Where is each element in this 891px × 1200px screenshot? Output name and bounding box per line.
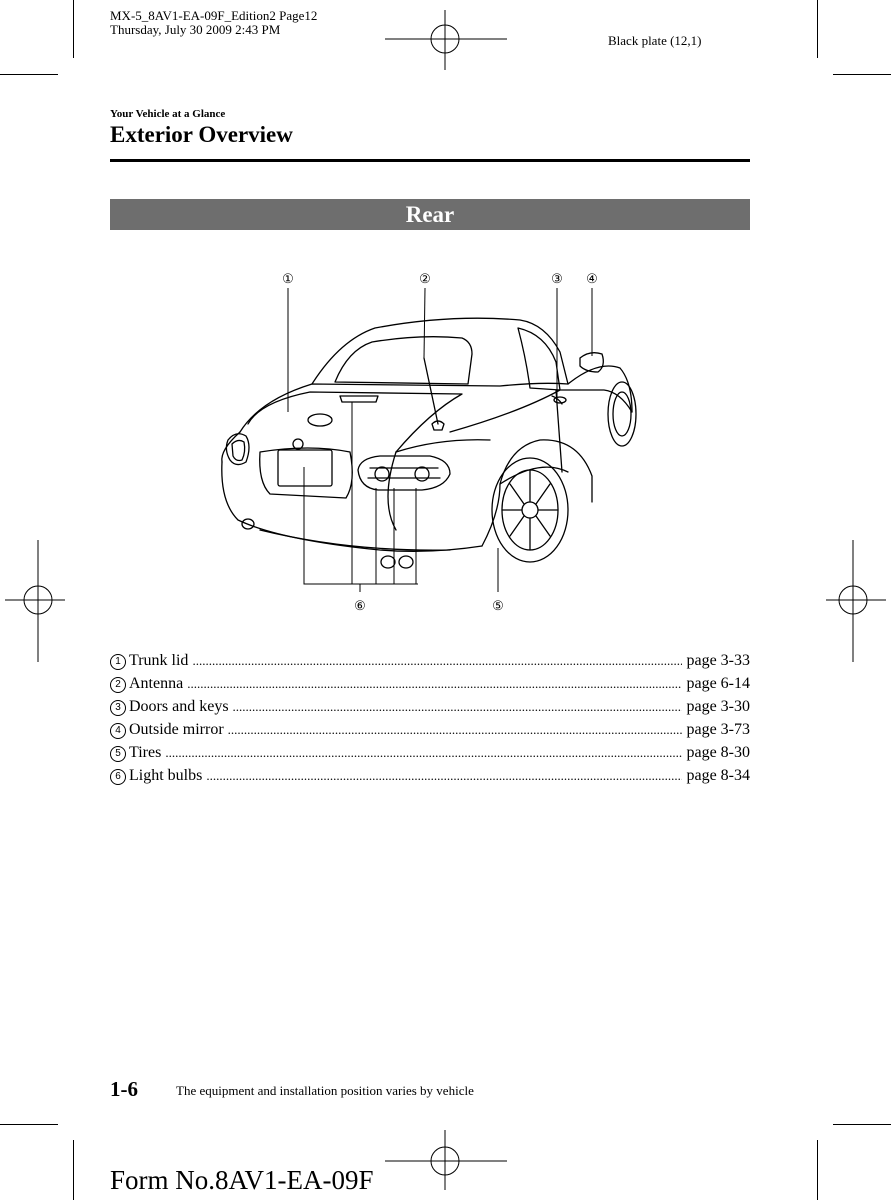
page-title: Exterior Overview [110,122,293,147]
legend-item: 2 Antenna page 6-14 [110,675,750,698]
leader-dots [187,675,682,693]
leader-dots [206,767,682,785]
title-rule [110,159,750,162]
callout-1: ① [282,271,294,286]
legend-item: 5 Tires page 8-30 [110,744,750,767]
legend-page-ref: page 6-14 [686,675,750,692]
legend-label: Doors and keys [129,698,229,715]
leader-dots [233,698,683,716]
legend-number: 4 [110,723,126,739]
form-number: Form No.8AV1-EA-09F [110,1165,374,1195]
legend-label: Tires [129,744,162,761]
car-rear-illustration: ① ② ③ ④ ⑤ ⑥ [221,271,637,613]
registration-mark-right [826,540,886,662]
legend-page-ref: page 8-30 [686,744,750,761]
crop-mark [0,74,58,75]
crop-mark [817,0,818,58]
callout-3: ③ [551,271,563,286]
leader-dots [165,744,682,762]
leader-dots [228,721,683,739]
legend-page-ref: page 3-73 [686,721,750,738]
callout-2: ② [419,271,431,286]
legend-number: 6 [110,769,126,785]
crop-mark [817,1140,818,1200]
registration-mark-left [5,540,65,662]
legend-number: 2 [110,677,126,693]
print-info-line: MX-5_8AV1-EA-09F_Edition2 Page12 [110,8,318,23]
page-number: 1-6 [110,1077,138,1101]
callout-4: ④ [586,271,598,286]
registration-mark-top [385,10,507,70]
legend-item: 3 Doors and keys page 3-30 [110,698,750,721]
legend-label: Light bulbs [129,767,203,784]
legend-item: 4 Outside mirror page 3-73 [110,721,750,744]
legend-page-ref: page 3-33 [686,652,750,669]
legend-list: 1 Trunk lid page 3-33 2 Antenna page 6-1… [110,652,750,790]
legend-item: 6 Light bulbs page 8-34 [110,767,750,790]
legend-number: 1 [110,654,126,670]
registration-mark-bottom [385,1130,507,1190]
legend-number: 5 [110,746,126,762]
callout-6: ⑥ [354,598,366,613]
section-banner: Rear [110,199,750,230]
legend-page-ref: page 8-34 [686,767,750,784]
crop-mark [0,1124,58,1125]
crop-mark [73,0,74,58]
print-info: MX-5_8AV1-EA-09F_Edition2 Page12 Thursda… [110,9,317,37]
leader-dots [192,652,682,670]
legend-label: Trunk lid [129,652,189,669]
legend-number: 3 [110,700,126,716]
legend-item: 1 Trunk lid page 3-33 [110,652,750,675]
callout-5: ⑤ [492,598,504,613]
section-label: Your Vehicle at a Glance [110,108,226,120]
plate-label: Black plate (12,1) [608,33,702,48]
legend-label: Outside mirror [129,721,224,738]
crop-mark [833,1124,891,1125]
print-info-line: Thursday, July 30 2009 2:43 PM [110,22,281,37]
crop-mark [73,1140,74,1200]
footer-note: The equipment and installation position … [176,1083,474,1098]
crop-mark [833,74,891,75]
legend-page-ref: page 3-30 [686,698,750,715]
legend-label: Antenna [129,675,184,692]
